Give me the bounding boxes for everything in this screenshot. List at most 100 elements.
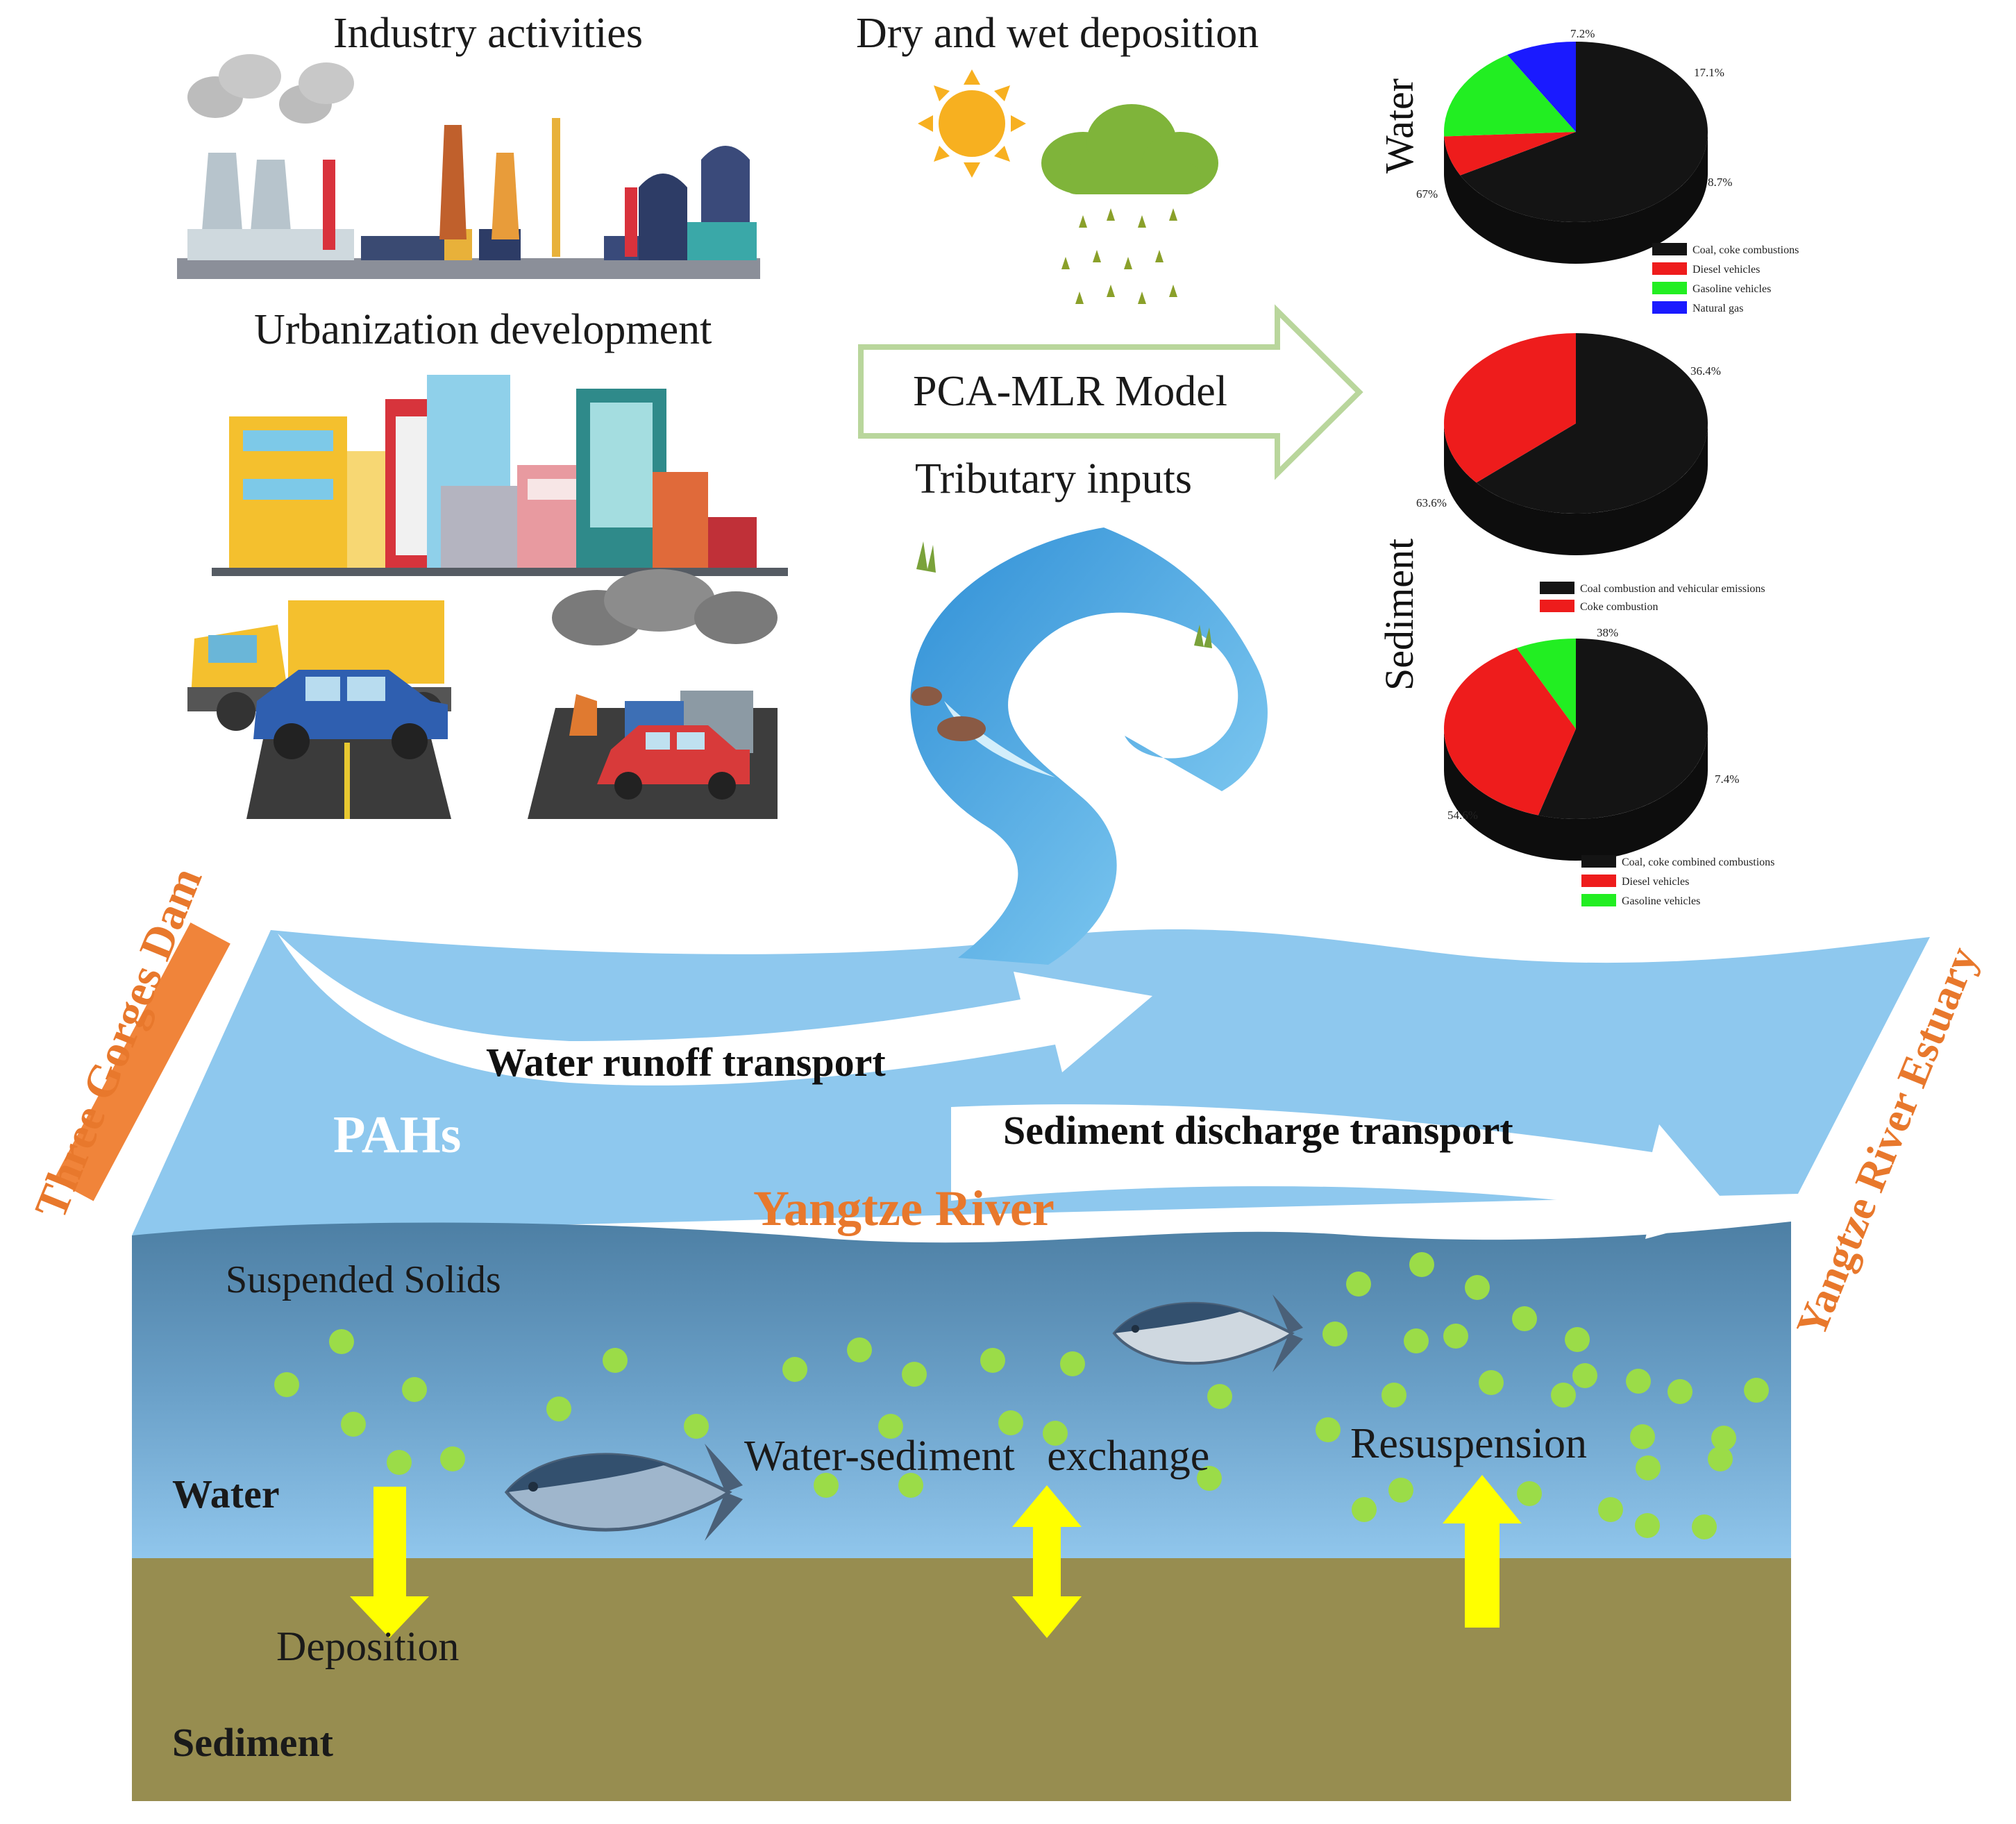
pie-value-label: 7.2% [1570,27,1595,40]
discharge-arrow [951,1104,1736,1239]
particle [341,1412,366,1437]
pie-value-label: 67% [1416,187,1438,201]
particle [387,1450,412,1475]
particle [898,1473,923,1498]
legend-sediment-2: Coal, coke combined combustions Diesel v… [1581,855,1774,907]
particle [878,1414,903,1439]
particle [440,1446,465,1471]
pie-slice [1444,54,1576,137]
particle [1636,1455,1661,1480]
model-label: PCA-MLR Model [913,368,1227,415]
pie-side-wall [1444,423,1708,555]
river-stream-icon [910,527,1268,965]
particle [603,1348,628,1373]
pie-value-label: 36.4% [1690,364,1721,378]
car-icon [253,670,448,759]
particle [1316,1417,1341,1442]
legend-label: Gasoline vehicles [1622,895,1700,907]
pie-value-label: 8.7% [1708,176,1732,189]
particle [998,1410,1023,1435]
legend-label: Diesel vehicles [1692,264,1760,276]
particle [1465,1275,1490,1300]
particle [1409,1252,1434,1277]
particle [1388,1478,1413,1503]
pie-slice [1516,639,1576,729]
fish-icon [504,1444,743,1541]
particle [402,1377,427,1402]
particle [1443,1324,1468,1349]
particle [1692,1514,1717,1539]
particle [684,1414,709,1439]
legend-sediment: Coal combustion and vehicular emissions … [1540,582,1765,613]
resuspension-label: Resuspension [1350,1420,1587,1467]
particle [847,1337,872,1362]
particle [1572,1363,1597,1388]
factory-icon [177,54,760,279]
particle [546,1396,571,1421]
particle [1322,1321,1347,1346]
pie-side-wall [1444,729,1708,861]
rain-cloud-icon [1041,104,1218,304]
sediment-pie-side-label: Sediment [1377,539,1422,691]
legend-label: Diesel vehicles [1622,876,1689,888]
particle [1381,1383,1406,1408]
particle [782,1357,807,1382]
water-pie-chart [1444,42,1708,264]
pie-value-label: 38% [1597,626,1618,639]
particle [1207,1384,1232,1409]
particle [1708,1446,1733,1471]
particle [1598,1497,1623,1522]
particle [274,1372,299,1397]
discharge-label: Sediment discharge transport [1003,1108,1513,1153]
pie-side-wall [1444,132,1708,264]
exchange-label: Water-sediment exchange [744,1433,1209,1480]
particle [1668,1379,1692,1404]
particle [1352,1497,1377,1522]
pie-slice [1444,648,1576,816]
pie-slice [1460,42,1708,223]
particle [1626,1369,1651,1394]
suspended-label: Suspended Solids [226,1258,501,1301]
pie-slice [1476,333,1708,514]
particle [1744,1378,1769,1403]
runoff-arrow [278,934,1152,1086]
water-layer-label: Water [172,1471,280,1517]
particle [1479,1370,1504,1395]
sediment-pie-chart-2 [1444,639,1708,861]
pie-value-label: 63.6% [1416,496,1447,509]
particle [902,1362,927,1387]
three-gorges-dam [53,922,230,1201]
deposition-arrow [350,1487,429,1638]
particle [1565,1327,1590,1352]
fish-icon [1112,1294,1303,1372]
traffic-smog-icon [528,569,778,819]
particle [1197,1466,1222,1491]
exchange-arrow [1012,1485,1082,1638]
particle [1711,1426,1736,1451]
legend-water: Coal, coke combustions Diesel vehicles G… [1652,243,1799,314]
particle [1512,1306,1537,1331]
water-pie-side-label: Water [1377,78,1422,174]
deposition-source-label: Dry and wet deposition [856,10,1259,57]
particle [1404,1328,1429,1353]
sun-icon [918,69,1026,178]
legend-label: Coal, coke combined combustions [1622,856,1774,868]
city-buildings-icon [212,375,788,576]
deposition-process-label: Deposition [276,1623,459,1669]
particle [1551,1383,1576,1408]
particle [1346,1272,1371,1297]
particle [1635,1513,1660,1538]
legend-label: Coal, coke combustions [1692,244,1799,256]
runoff-label: Water runoff transport [486,1040,886,1085]
pie-value-label: 17.1% [1694,66,1724,79]
tributary-label: Tributary inputs [915,455,1192,503]
model-arrow [858,304,1363,480]
industry-label: Industry activities [333,10,643,57]
pie-slice [1538,639,1708,819]
pie-slice [1507,42,1576,132]
sediment-layer-label: Sediment [172,1720,334,1765]
legend-label: Gasoline vehicles [1692,283,1771,295]
river-label: Yangtze River [753,1181,1055,1236]
